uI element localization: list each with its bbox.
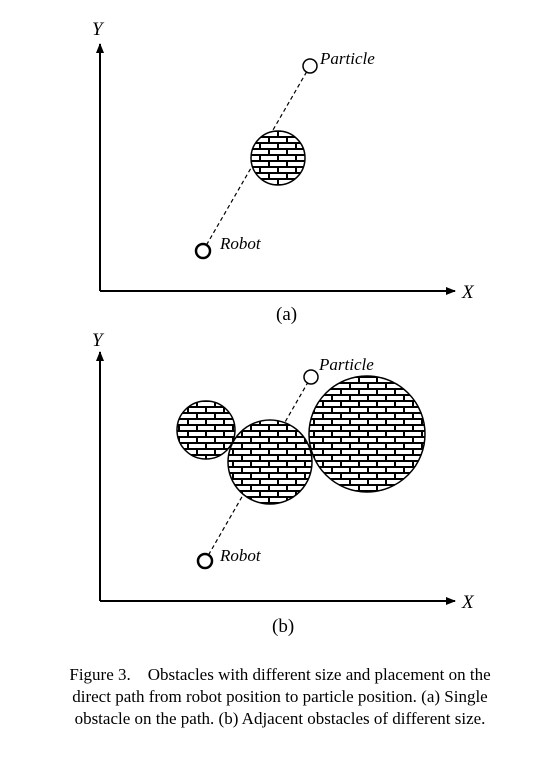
x-axis-label: X (461, 592, 475, 613)
y-axis-label: Y (92, 19, 105, 40)
robot-marker (194, 242, 212, 260)
particle-label: Particle (318, 355, 374, 374)
caption-line: Figure 3. Obstacles with different size … (69, 665, 491, 684)
robot-marker (196, 552, 214, 570)
caption-line: direct path from robot position to parti… (72, 687, 488, 706)
particle-marker (302, 58, 318, 74)
figure-caption: Figure 3. Obstacles with different size … (0, 664, 560, 730)
brick-obstacle-medium (227, 419, 313, 505)
particle-marker (303, 369, 319, 385)
particle-label: Particle (319, 49, 375, 68)
panel-a: Y X Particle Robot (a) (92, 19, 475, 325)
robot-label: Robot (219, 546, 262, 565)
robot-label: Robot (219, 234, 262, 253)
x-axis-label: X (461, 282, 475, 303)
caption-line: obstacle on the path. (b) Adjacent obsta… (74, 709, 486, 728)
subfigure-label-b: (b) (272, 616, 294, 637)
brick-obstacle (250, 130, 306, 186)
subfigure-label-a: (a) (276, 304, 297, 325)
y-axis-label: Y (92, 330, 105, 351)
panel-b: Y X Particle Robot (b) (92, 330, 475, 637)
brick-obstacle-small (176, 400, 236, 460)
brick-obstacle-large (308, 375, 426, 493)
